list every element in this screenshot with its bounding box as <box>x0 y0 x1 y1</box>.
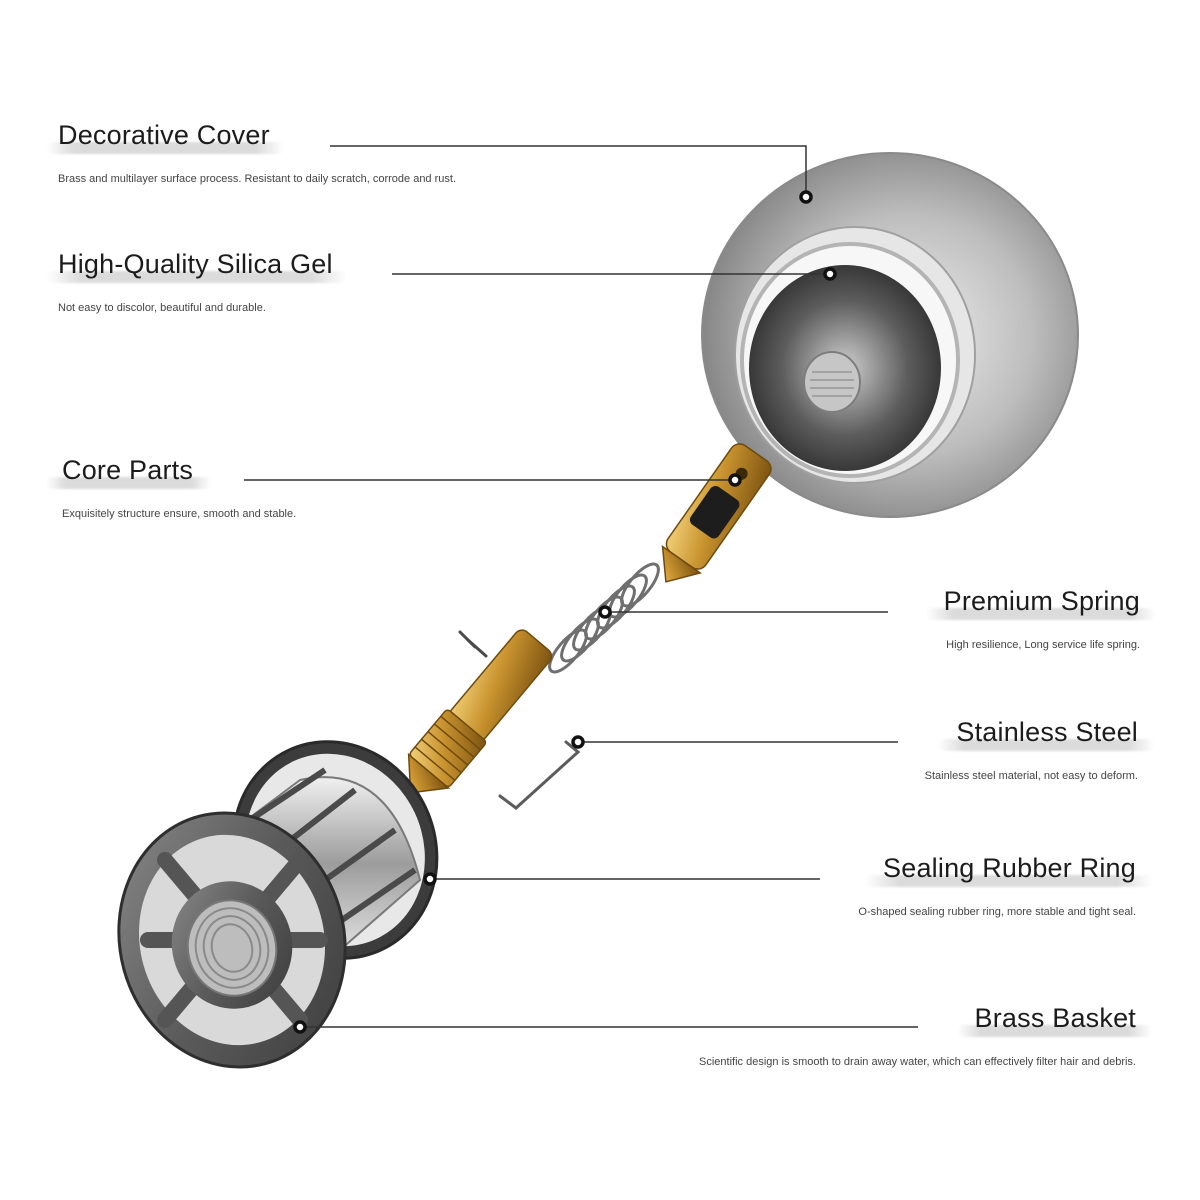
dot-brass-basket <box>293 1020 307 1034</box>
callout-sealing-ring: Sealing Rubber Ring O-shaped sealing rub… <box>858 853 1152 918</box>
leader-lines <box>244 145 918 1028</box>
decorative-cover-desc: Brass and multilayer surface process. Re… <box>58 173 457 185</box>
decorative-cover-part <box>701 152 1079 518</box>
silica-gel-title: High-Quality Silica Gel <box>58 249 333 279</box>
spring-part <box>548 562 660 674</box>
callout-core-parts: Core Parts Exquisitely structure ensure,… <box>46 455 297 520</box>
stainless-steel-wire-part <box>498 740 581 810</box>
dot-silica-gel <box>823 267 837 281</box>
pin-part <box>458 630 488 658</box>
leader-dots <box>293 190 837 1034</box>
stainless-steel-title: Stainless Steel <box>956 717 1138 747</box>
brass-threaded-part <box>407 629 553 794</box>
sealing-ring-title: Sealing Rubber Ring <box>883 853 1136 883</box>
dot-premium-spring <box>598 605 612 619</box>
core-parts-title: Core Parts <box>62 455 194 485</box>
callout-premium-spring: Premium Spring High resilience, Long ser… <box>925 586 1156 651</box>
dot-decorative-cover <box>799 190 813 204</box>
stainless-steel-desc: Stainless steel material, not easy to de… <box>924 770 1138 782</box>
decorative-cover-title: Decorative Cover <box>58 120 270 150</box>
callout-stainless-steel: Stainless Steel Stainless steel material… <box>924 717 1154 782</box>
brass-basket-title: Brass Basket <box>974 1003 1136 1033</box>
leader-decorative-cover <box>330 145 807 197</box>
core-parts-desc: Exquisitely structure ensure, smooth and… <box>62 508 297 520</box>
dot-stainless-steel <box>571 735 585 749</box>
callout-brass-basket: Brass Basket Scientific design is smooth… <box>699 1003 1152 1068</box>
brass-basket-desc: Scientific design is smooth to drain awa… <box>699 1056 1136 1068</box>
dot-core-parts <box>728 473 742 487</box>
callout-silica-gel: High-Quality Silica Gel Not easy to disc… <box>46 249 347 314</box>
dot-sealing-ring <box>423 872 437 886</box>
premium-spring-desc: High resilience, Long service life sprin… <box>946 639 1140 651</box>
callout-decorative-cover: Decorative Cover Brass and multilayer su… <box>46 120 457 185</box>
core-parts-part <box>661 443 772 583</box>
brass-basket-part <box>117 740 439 1069</box>
premium-spring-title: Premium Spring <box>943 586 1140 616</box>
silica-gel-desc: Not easy to discolor, beautiful and dura… <box>58 302 266 314</box>
sealing-ring-desc: O-shaped sealing rubber ring, more stabl… <box>858 906 1136 918</box>
